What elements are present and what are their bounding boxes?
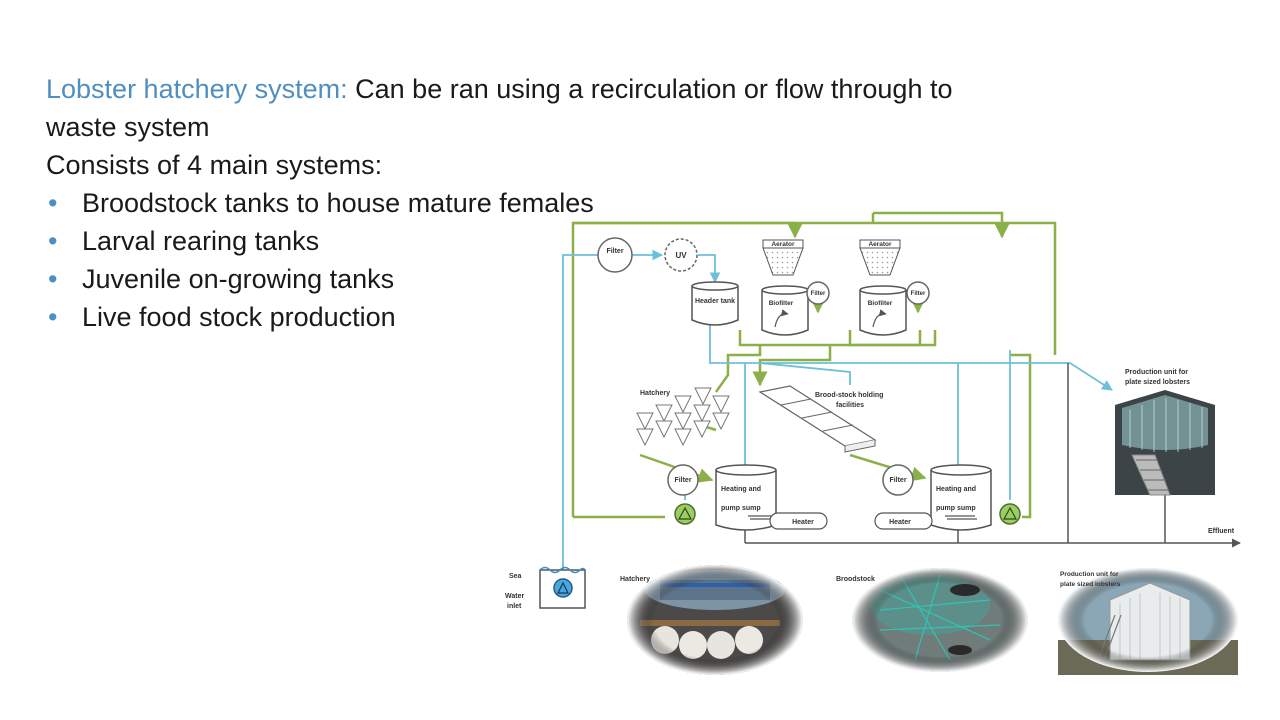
filter-unit-1: Filter [597,237,633,273]
header-tank: Header tank [691,281,739,326]
filter-label: Filter [674,477,691,484]
bullet-dot: • [48,226,58,256]
heater-label: Heater [792,519,814,526]
aerator-2: Aerator [859,239,901,276]
effluent-label: Effluent [1208,528,1235,535]
heading-line-3: Consists of 4 main systems: [46,150,383,180]
production-unit-drawing: Production unit for plate sized lobsters [1115,369,1215,496]
uv-to-header [698,254,721,284]
bullet-item: • Broodstock tanks to house mature female… [46,184,1166,222]
sea-label: Sea [509,573,522,580]
heating-sump-2: Filter Heating and pump sump Heater [874,464,1021,531]
water-label: Water [505,593,524,600]
filter-label: Filter [811,291,826,297]
pump-2-return [1010,353,1032,519]
bullet-text: Broodstock tanks to house mature females [82,188,594,218]
bullet-text: Larval rearing tanks [82,226,320,256]
bullet-text: Live food stock production [82,302,396,332]
blue-pipe-network [562,249,1113,575]
sea-water-inlet: Sea Water inlet [505,566,586,610]
filter-label: Filter [889,477,906,484]
aerator-1-feed [573,221,803,239]
bullet-dot: • [48,188,58,218]
heating-label-1: Heating and [721,486,761,493]
inlet-label: inlet [507,603,522,610]
slide-text: Lobster hatchery system: Can be ran usin… [46,70,1166,336]
biofilter-label: Biofilter [769,300,794,307]
heading-line-2: waste system [46,112,210,142]
heating-label-1: Heating and [936,486,976,493]
heating-label-2: pump sump [936,505,976,512]
photo-production-unit: Production unit for plate sized lobsters [1058,568,1238,675]
aerator-label: Aerator [771,241,795,248]
photo-production-label-2: plate sized lobsters [1060,581,1121,588]
broodstock-holding-label-2: facilities [836,402,864,409]
photo-production-label-1: Production unit for [1060,571,1119,578]
header-tank-label: Header tank [695,298,735,305]
filter-unit-2: Filter [806,281,830,305]
uv-label: UV [675,251,687,260]
photo-hatchery-label: Hatchery [620,576,650,583]
filter-unit-3: Filter [906,281,930,305]
photo-broodstock: Broodstock [836,568,1028,672]
heading-line-1: Lobster hatchery system: Can be ran usin… [46,70,1166,108]
effluent-network [744,363,1241,548]
broodstock-holding-facilities: Brood-stock holding facilities [758,385,883,453]
bullet-list: • Broodstock tanks to house mature female… [46,184,1166,336]
seawater-riser [562,254,598,575]
biofilter-2-outlet [848,330,937,347]
bullet-item: • Live food stock production [46,298,1166,336]
filter-label: Filter [911,291,926,297]
hatchery-label: Hatchery [640,390,670,397]
bullet-item: • Larval rearing tanks [46,222,1166,260]
heating-sump-1: Filter Heating and pump sump Heater [667,464,828,531]
production-unit-label-1: Production unit for [1125,369,1188,376]
biofilter-1: Biofilter [761,285,809,336]
bullet-dot: • [48,302,58,332]
outer-return-pipe [571,221,1057,517]
bullet-item: • Juvenile on-growing tanks [46,260,1166,298]
bullet-dot: • [48,264,58,294]
hatchery-cones: Hatchery [636,387,730,447]
heating-label-2: pump sump [721,505,761,512]
aerator-1: Aerator [762,239,804,276]
biofilter-label: Biofilter [868,300,893,307]
hatchery-green-feed [714,345,762,393]
aerator-label: Aerator [868,241,892,248]
bullet-text: Juvenile on-growing tanks [82,264,395,294]
heading-accent: Lobster hatchery system: [46,74,348,104]
broodstock-holding-label-1: Brood-stock holding [815,392,883,399]
photo-hatchery: Hatchery [620,565,803,675]
uv-unit: UV [664,238,698,272]
heading-rest: Can be ran using a recirculation or flow… [347,74,953,104]
biofilter-2: Biofilter [859,285,907,336]
heater-label: Heater [889,519,911,526]
header-to-brood [759,362,851,385]
brood-green-feed [752,345,832,387]
filter-label: Filter [606,248,623,255]
photo-broodstock-label: Broodstock [836,576,875,583]
production-unit-label-2: plate sized lobsters [1125,379,1190,386]
aerator-2-feed [873,211,1010,239]
header-to-production [709,325,1113,391]
